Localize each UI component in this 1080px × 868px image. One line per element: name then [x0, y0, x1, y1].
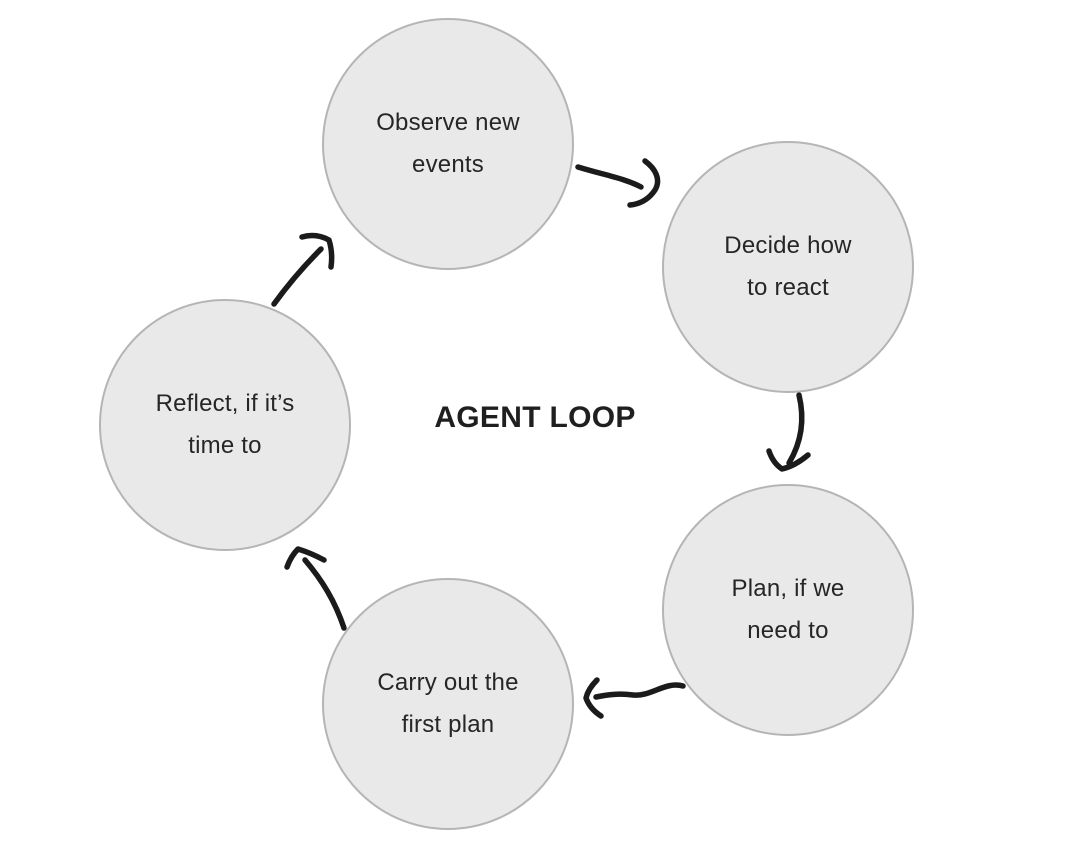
- arrow-shaft: [786, 392, 805, 466]
- node-label-line: first plan: [401, 711, 495, 738]
- arrow-decide-to-plan: [766, 392, 811, 472]
- arrowhead-icon: [766, 448, 811, 472]
- arrow-reflect-to-observe: [271, 232, 335, 307]
- arrowhead-icon: [299, 232, 335, 270]
- node-decide-how-to-react: Decide how to react: [662, 141, 914, 393]
- node-plan-if-we-need-to: Plan, if we need to: [662, 484, 914, 736]
- diagram-title: AGENT LOOP: [434, 401, 636, 434]
- arrow-shaft: [593, 682, 686, 700]
- arrowhead-icon: [284, 546, 327, 570]
- node-label-line: Observe new: [376, 109, 520, 136]
- node-label-line: Decide how: [724, 232, 852, 259]
- arrow-observe-to-decide: [575, 158, 661, 208]
- node-label-line: events: [412, 151, 484, 178]
- arrow-shaft: [271, 246, 324, 307]
- node-label-line: Plan, if we: [731, 575, 845, 602]
- node-label-line: Reflect, if it’s: [155, 390, 295, 417]
- node-label-line: time to: [188, 432, 262, 459]
- node-label-line: to react: [747, 274, 829, 301]
- arrowhead-icon: [627, 158, 661, 208]
- node-observe-new-events: Observe new events: [322, 18, 574, 270]
- node-reflect-if-its-time-to: Reflect, if it’s time to: [99, 299, 351, 551]
- arrow-carry-to-reflect: [284, 546, 347, 631]
- arrow-shaft: [575, 164, 644, 190]
- arrow-shaft: [302, 557, 347, 631]
- arrowhead-icon: [583, 677, 604, 719]
- node-label-line: need to: [747, 617, 829, 644]
- node-label-line: Carry out the: [377, 669, 519, 696]
- node-carry-out-the-first-plan: Carry out the first plan: [322, 578, 574, 830]
- arrow-plan-to-carry: [583, 677, 686, 719]
